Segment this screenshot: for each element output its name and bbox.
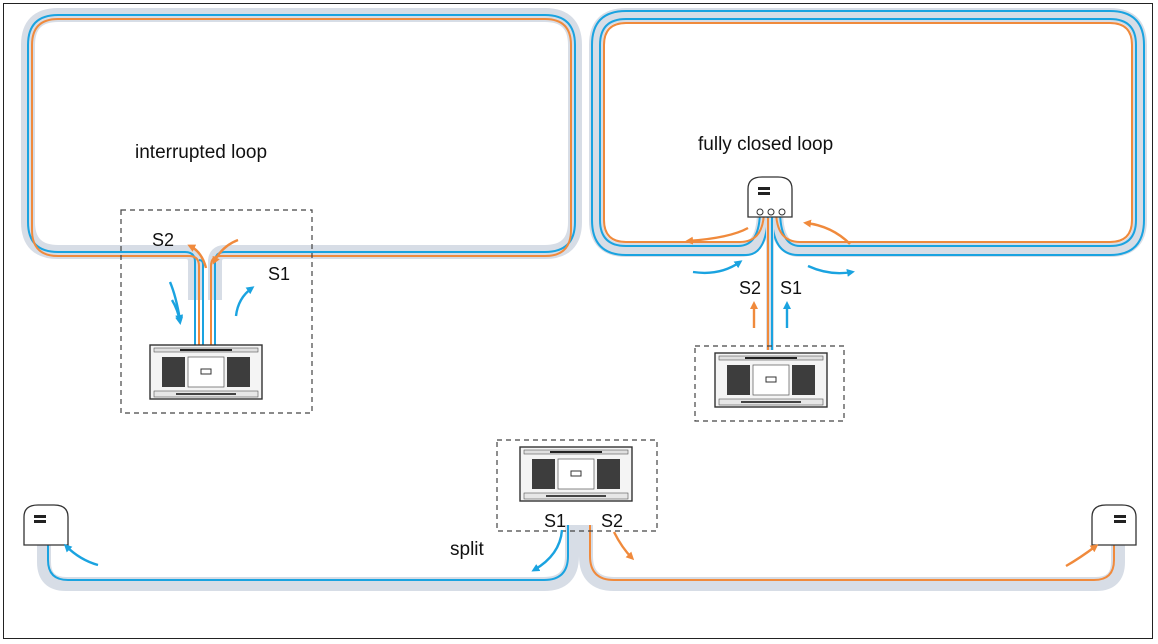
interrupted-loop-label: interrupted loop [135,142,267,163]
closed-loop-cable [589,8,1147,350]
s1-arrow-out [234,286,255,317]
closed-s2-arrow-left [685,226,749,245]
split-s2-arrow [612,531,635,561]
closed-loop-device [714,352,828,408]
split-cable [37,525,1125,591]
right-terminal-closure [1091,504,1137,546]
split-label: split [450,539,485,560]
left-terminal-closure [23,504,69,546]
closed-s2-label: S2 [739,278,761,298]
closed-s1-arrow-in [692,260,743,275]
closed-s2-arrow-in [803,219,851,245]
interrupted-loop-cable [21,8,582,345]
closed-s1-arrow-out [807,264,855,277]
interrupted-s2-label: S2 [152,230,174,250]
closed-loop-site-box [694,345,845,422]
right-terminal-arrow [1065,544,1099,568]
left-terminal-arrow [63,543,99,567]
s2-arrow-out [187,244,208,269]
closed-s1-label: S1 [780,278,802,298]
split-s1-label: S1 [544,511,566,531]
s1-arrow-in [168,281,184,323]
interrupted-s1-label: S1 [268,264,290,284]
s2-arrow-in [212,238,239,265]
interrupted-loop-device [149,344,263,400]
closed-loop-label: fully closed loop [698,134,833,155]
split-device [519,446,633,502]
split-s2-label: S2 [601,511,623,531]
closed-loop-closure [747,176,793,218]
interrupted-loop-site-box [120,209,313,414]
split-s1-arrow [531,529,564,572]
